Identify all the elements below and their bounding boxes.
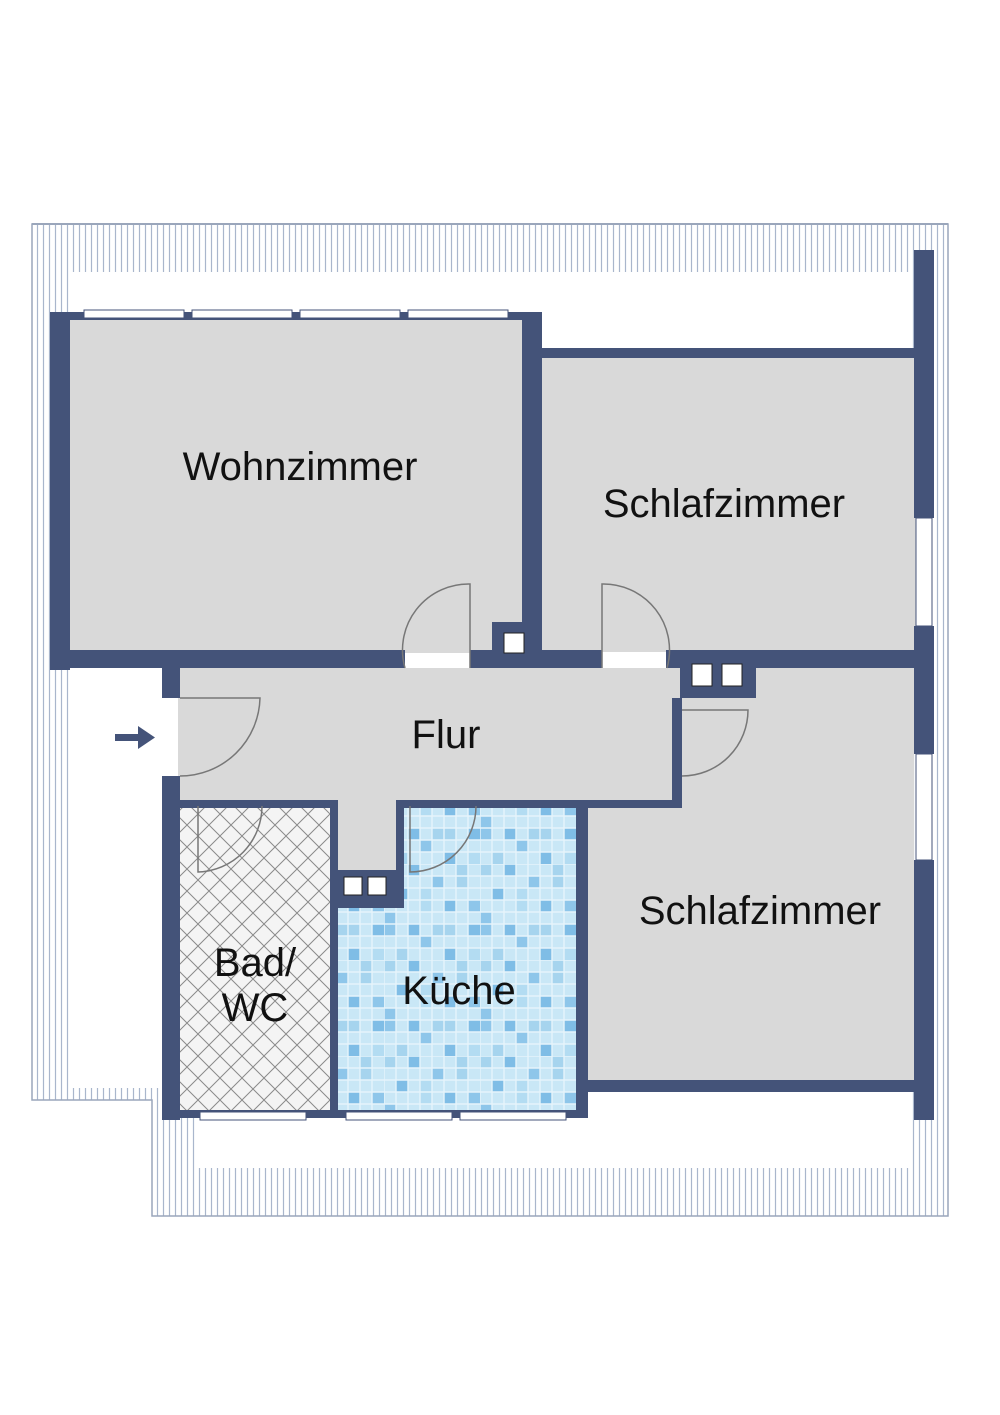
bad-label-line2: WC: [222, 986, 289, 1030]
window: [915, 517, 933, 627]
door-bad: [197, 805, 263, 873]
bad-floor: [180, 806, 330, 1114]
flur-kitchen-nook: [338, 800, 398, 872]
bad-label-line1: Bad/: [214, 941, 297, 985]
window: [199, 1111, 307, 1121]
window: [345, 1111, 453, 1121]
wohnzimmer-label: Wohnzimmer: [183, 445, 418, 489]
wohnzimmer-floor: [68, 318, 524, 653]
door-schlafzimmer-bottom: [681, 709, 749, 777]
chimney-flue-icon: [343, 632, 743, 896]
window: [915, 753, 933, 861]
window: [407, 309, 509, 319]
door-wohnzimmer: [401, 583, 471, 669]
schlafzimmer-top-label: Schlafzimmer: [603, 482, 845, 526]
door-entry: [179, 697, 261, 777]
walls: [50, 250, 934, 1120]
room-floors: [68, 318, 916, 1114]
schlafzimmer-bottom-label: Schlafzimmer: [639, 889, 881, 933]
window: [459, 1111, 567, 1121]
doors: [179, 583, 749, 873]
arrow-right-icon: [115, 726, 155, 749]
flur-label: Flur: [412, 713, 481, 757]
schlafzimmer-top-floor: [542, 356, 916, 652]
window: [191, 309, 293, 319]
door-schlafzimmer-top: [601, 583, 671, 669]
windows: [83, 309, 933, 1121]
kueche-label: Küche: [402, 969, 515, 1013]
schlafzimmer-bottom-floor: [588, 668, 914, 1082]
window: [83, 309, 185, 319]
door-kueche: [409, 805, 477, 873]
window: [299, 309, 401, 319]
